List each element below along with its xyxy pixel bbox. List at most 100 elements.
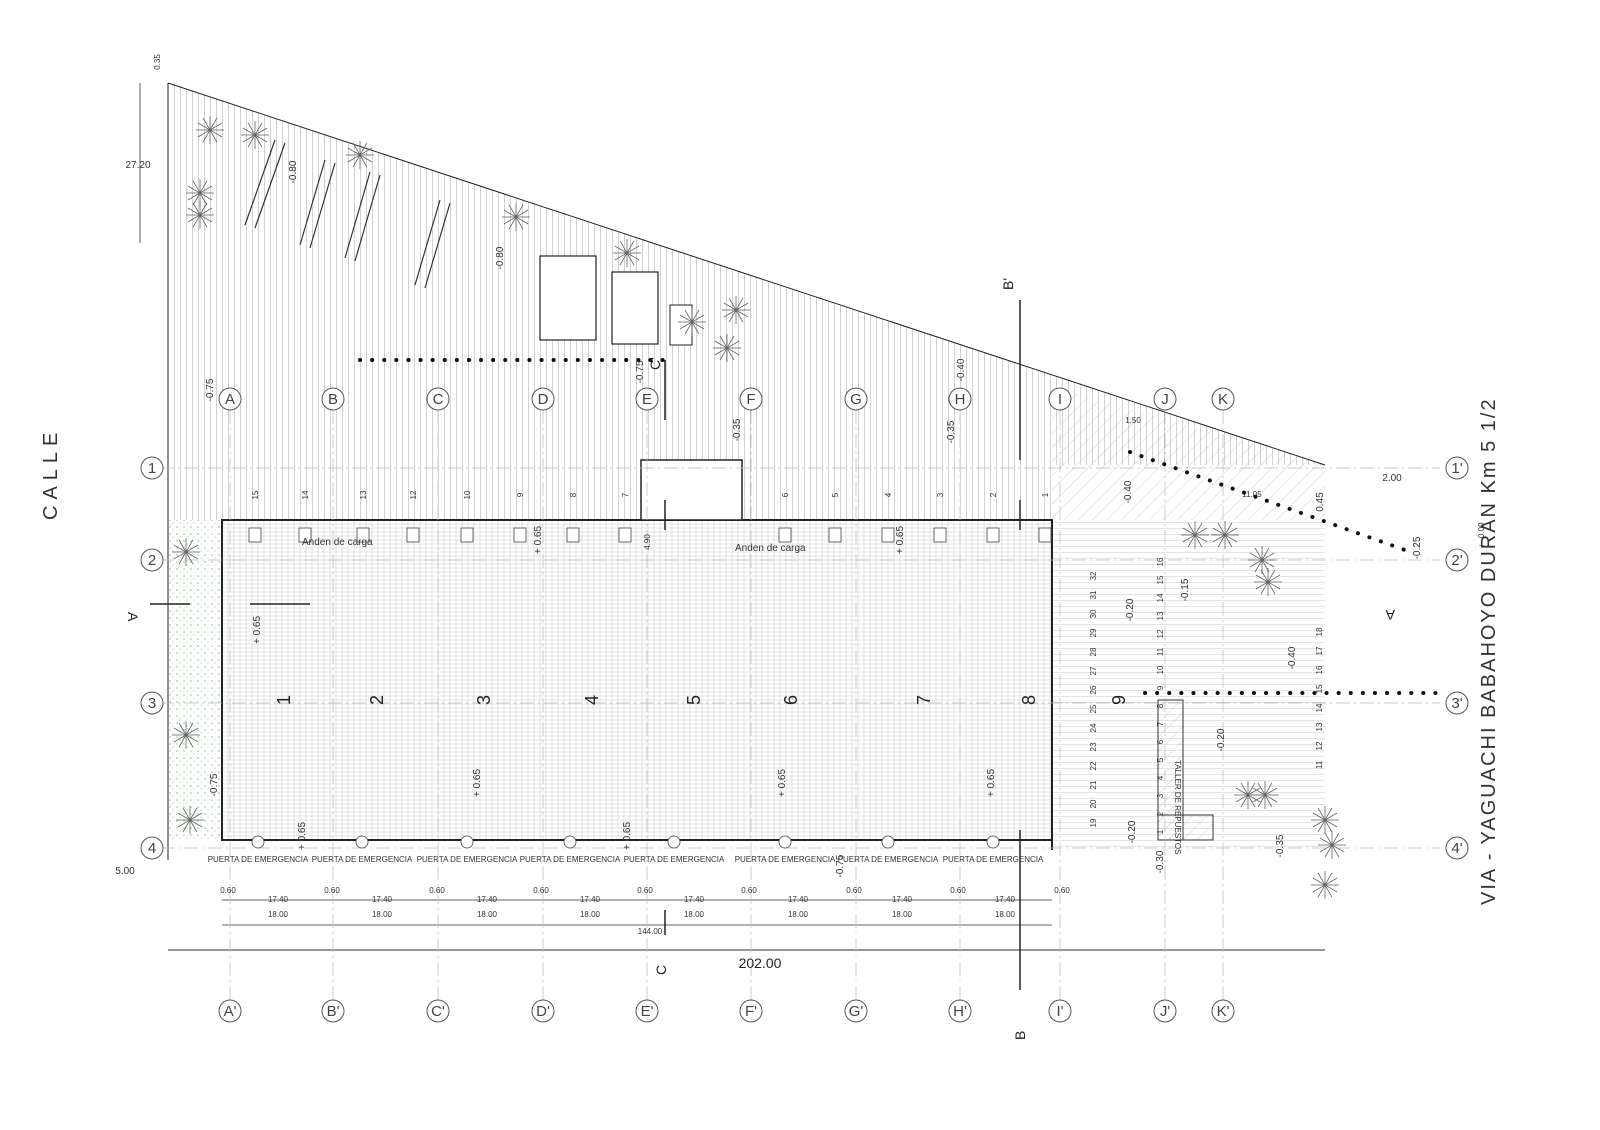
axis-bubble-top bbox=[1211, 387, 1235, 411]
dim-bay-clear: 17.40 bbox=[995, 895, 1016, 904]
level-065-bot2: + 0.65 bbox=[622, 822, 633, 851]
dim-bay-clear: 17.40 bbox=[372, 895, 393, 904]
dock-number: 15 bbox=[251, 490, 260, 499]
dock-number: 14 bbox=[301, 490, 310, 499]
dock-number: 5 bbox=[831, 492, 840, 497]
parking-number: 2 bbox=[1156, 811, 1165, 816]
right-yard-hatch bbox=[1052, 387, 1325, 520]
dim-bay-axis: 18.00 bbox=[477, 910, 498, 919]
axis-label-bottom: C' bbox=[431, 1003, 445, 1020]
bay-number: 7 bbox=[914, 695, 934, 705]
dock-number: 4 bbox=[884, 492, 893, 497]
dock-number: 7 bbox=[621, 492, 630, 497]
axis-bubble-top bbox=[844, 387, 868, 411]
section-a-right: A bbox=[1385, 607, 1395, 623]
level-490: 4.90 bbox=[643, 534, 652, 550]
dim-span-total: 202.00 bbox=[739, 955, 782, 971]
level-065-l: + 0.65 bbox=[252, 616, 263, 645]
dock-number: 10 bbox=[463, 490, 472, 499]
parking-number: 16 bbox=[1156, 557, 1165, 566]
tree-icon bbox=[722, 296, 750, 324]
dim-col-width: 0.60 bbox=[324, 886, 340, 895]
level-020-c: -0.20 bbox=[1127, 820, 1138, 843]
row-label-right: 1' bbox=[1451, 460, 1462, 477]
axis-bubble-top bbox=[426, 387, 450, 411]
axis-label-top: G bbox=[850, 391, 862, 408]
emergency-door-label: PUERTA DE EMERGENCIA bbox=[735, 855, 836, 864]
axis-label-bottom: J' bbox=[1160, 1003, 1171, 1020]
level-075-e: -0.75 bbox=[635, 360, 646, 383]
axis-label-top: D bbox=[538, 391, 549, 408]
axis-label-top: C bbox=[433, 391, 444, 408]
dock-number: 12 bbox=[409, 490, 418, 499]
section-b-top: B' bbox=[1000, 278, 1016, 290]
dim-col-width: 0.60 bbox=[741, 886, 757, 895]
row-label-right: 4' bbox=[1451, 840, 1462, 857]
axis-bubble-bottom bbox=[1153, 999, 1177, 1023]
dim-col-width: 0.60 bbox=[1054, 886, 1070, 895]
axis-label-top: J bbox=[1161, 391, 1169, 408]
dock-door bbox=[356, 527, 370, 543]
parking-number: 25 bbox=[1089, 704, 1098, 713]
row-label-left: 3 bbox=[148, 695, 156, 712]
row-label-left: 2 bbox=[148, 552, 156, 569]
dock-label-right: Anden de carga bbox=[735, 543, 806, 554]
axis-label-top: F bbox=[746, 391, 755, 408]
parking-number: 11 bbox=[1315, 760, 1324, 769]
section-b-bottom: B bbox=[1012, 1031, 1028, 1040]
axis-label-bottom: B' bbox=[327, 1003, 340, 1020]
tree-icon bbox=[613, 239, 641, 267]
parking-number: 1 bbox=[1156, 829, 1165, 834]
emergency-door-label: PUERTA DE EMERGENCIA bbox=[417, 855, 518, 864]
dim-bay-axis: 18.00 bbox=[788, 910, 809, 919]
level-015: -0.15 bbox=[1180, 578, 1191, 601]
emergency-door-label: PUERTA DE EMERGENCIA bbox=[943, 855, 1044, 864]
parking-number: 8 bbox=[1156, 703, 1165, 708]
tree-icon bbox=[713, 334, 741, 362]
axis-bubble-bottom bbox=[844, 999, 868, 1023]
row-label-left: 1 bbox=[148, 460, 156, 477]
dim-bay-clear: 17.40 bbox=[684, 895, 705, 904]
level-040-r: -0.40 bbox=[1287, 646, 1298, 669]
dim-bay-clear: 17.40 bbox=[788, 895, 809, 904]
section-c-bottom: C bbox=[653, 965, 669, 975]
tree-icon bbox=[346, 141, 374, 169]
bay-number: 9 bbox=[1109, 695, 1129, 705]
axis-bubble-bottom bbox=[1048, 999, 1072, 1023]
row-bubble-right bbox=[1445, 836, 1469, 860]
axis-bubble-bottom bbox=[531, 999, 555, 1023]
bay-number: 6 bbox=[781, 695, 801, 705]
axis-label-top: A bbox=[225, 391, 235, 408]
axis-label-top: H bbox=[955, 391, 966, 408]
service-building-2 bbox=[611, 271, 659, 345]
row-label-left: 4 bbox=[148, 840, 156, 857]
emergency-door-icon bbox=[355, 835, 369, 849]
parking-number: 6 bbox=[1156, 739, 1165, 744]
emergency-door-label: PUERTA DE EMERGENCIA bbox=[208, 855, 309, 864]
axis-label-bottom: K' bbox=[1217, 1003, 1230, 1020]
section-c-top: C' bbox=[647, 357, 663, 370]
emergency-door-icon bbox=[251, 835, 265, 849]
street-label: CALLE bbox=[40, 426, 62, 520]
emergency-door-icon bbox=[986, 835, 1000, 849]
dock-door bbox=[566, 527, 580, 543]
dim-bay-axis: 18.00 bbox=[684, 910, 705, 919]
parking-number: 21 bbox=[1089, 780, 1098, 789]
parking-number: 7 bbox=[1156, 721, 1165, 726]
parking-number: 11 bbox=[1156, 647, 1165, 656]
dim-bay-clear: 17.40 bbox=[268, 895, 289, 904]
level-045: 0.45 bbox=[1315, 492, 1326, 512]
axis-bubble-top bbox=[1048, 387, 1072, 411]
axis-label-bottom: E' bbox=[641, 1003, 654, 1020]
parking-number: 15 bbox=[1156, 575, 1165, 584]
level-065-g: + 0.65 bbox=[895, 526, 906, 555]
level-035-h: -0.35 bbox=[946, 420, 957, 443]
level-075-top: -0.75 bbox=[205, 378, 216, 401]
tree-icon bbox=[1254, 568, 1282, 596]
parking-number: 27 bbox=[1089, 666, 1098, 675]
bay-number: 4 bbox=[582, 695, 602, 705]
tree-icon bbox=[241, 121, 269, 149]
row-label-right: 2' bbox=[1451, 552, 1462, 569]
